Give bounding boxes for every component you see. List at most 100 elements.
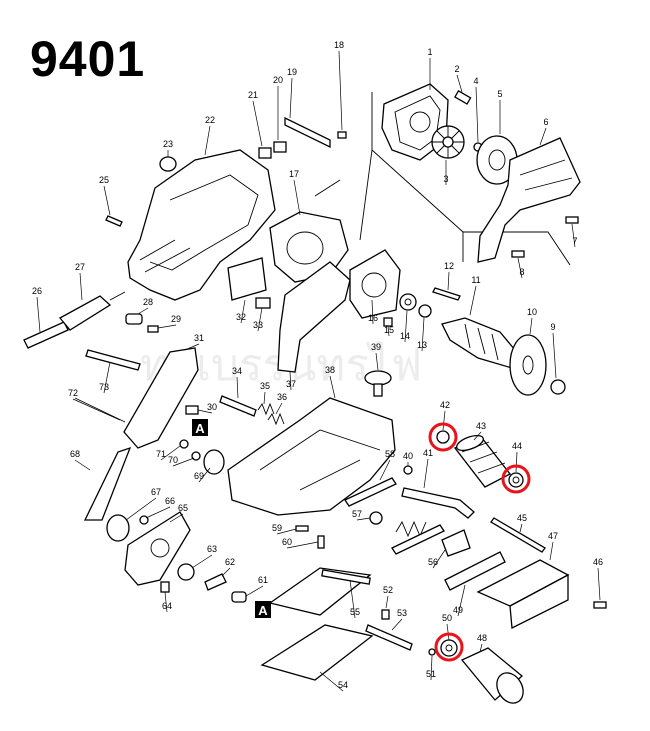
leader-line-47 bbox=[549, 541, 554, 561]
part-57-knob bbox=[369, 511, 383, 525]
part-number-9: 9 bbox=[550, 322, 555, 332]
part-32-switch bbox=[227, 257, 267, 301]
part-number-56: 56 bbox=[428, 557, 438, 567]
leader-line-36 bbox=[275, 402, 283, 415]
part-number-23: 23 bbox=[163, 139, 173, 149]
leader-line-2 bbox=[456, 74, 463, 93]
section-marker-box bbox=[255, 601, 271, 618]
part-number-27: 27 bbox=[75, 262, 85, 272]
part-number-18: 18 bbox=[334, 40, 344, 50]
part-number-12: 12 bbox=[444, 261, 454, 271]
section-marker-label: A bbox=[258, 603, 268, 618]
leader-line-60 bbox=[286, 541, 319, 549]
part-number-17: 17 bbox=[289, 169, 299, 179]
part-11-armature bbox=[441, 317, 521, 369]
part-number-48: 48 bbox=[477, 633, 487, 643]
part-number-62: 62 bbox=[225, 557, 235, 567]
part-54-cork-plate bbox=[260, 624, 374, 681]
leader-line-29 bbox=[157, 324, 177, 329]
part-16-baffle-plate bbox=[349, 249, 401, 319]
part-number-32: 32 bbox=[236, 312, 246, 322]
part-46-screw bbox=[593, 601, 607, 609]
part-number-52: 52 bbox=[383, 585, 393, 595]
highlight-circle-part-44 bbox=[501, 464, 531, 494]
leader-line-4 bbox=[475, 86, 479, 143]
part-18-screw bbox=[337, 131, 347, 139]
part-13-washer bbox=[418, 304, 432, 318]
part-number-26: 26 bbox=[32, 286, 42, 296]
leader-line-61 bbox=[245, 585, 264, 597]
leader-line-54 bbox=[319, 671, 344, 692]
part-number-44: 44 bbox=[512, 441, 522, 451]
leader-line-67 bbox=[125, 497, 157, 521]
part-number-6: 6 bbox=[543, 117, 548, 127]
part-number-39: 39 bbox=[371, 342, 381, 352]
leader-line-11 bbox=[469, 285, 477, 316]
part-number-7: 7 bbox=[572, 236, 577, 246]
part-23-bushing bbox=[159, 156, 177, 172]
part-number-43: 43 bbox=[476, 421, 486, 431]
part-number-72: 72 bbox=[68, 388, 78, 398]
part-number-42: 42 bbox=[440, 400, 450, 410]
part-40-ring bbox=[403, 465, 413, 475]
part-71-ring bbox=[179, 439, 189, 449]
part-56-lever bbox=[441, 529, 471, 557]
section-marker-label: A bbox=[195, 421, 205, 436]
part-number-36: 36 bbox=[277, 392, 287, 402]
part-number-68: 68 bbox=[70, 449, 80, 459]
leader-line-44 bbox=[515, 451, 518, 473]
part-7-screw bbox=[565, 216, 579, 224]
part-59-screw bbox=[295, 525, 309, 532]
part-number-2: 2 bbox=[454, 64, 459, 74]
part-42-bearing bbox=[436, 430, 450, 444]
leader-line-64 bbox=[164, 591, 168, 613]
part-number-70: 70 bbox=[168, 455, 178, 465]
part-39-knob bbox=[364, 370, 392, 397]
section-markers: AA bbox=[192, 419, 271, 618]
leader-line-51 bbox=[430, 655, 433, 681]
part-26-cord bbox=[23, 321, 69, 349]
leader-line-38 bbox=[329, 375, 336, 399]
part-25-screw bbox=[105, 215, 123, 227]
part-number-1: 1 bbox=[427, 47, 432, 57]
part-number-41: 41 bbox=[423, 448, 433, 458]
part-41-link bbox=[401, 487, 475, 519]
part-number-28: 28 bbox=[143, 297, 153, 307]
part-62-shaft bbox=[204, 573, 227, 591]
part-6-handle bbox=[477, 137, 581, 263]
leader-line-65 bbox=[169, 513, 184, 523]
leader-line-59 bbox=[276, 528, 297, 535]
part-65-gear-housing bbox=[124, 511, 191, 586]
part-38-base-frame bbox=[227, 397, 396, 516]
leader-line-26 bbox=[36, 296, 41, 333]
leader-line-15 bbox=[387, 325, 390, 337]
part-number-20: 20 bbox=[273, 75, 283, 85]
leader-line-71 bbox=[160, 445, 181, 461]
part-5-baffle-ring bbox=[476, 135, 518, 185]
part-8-screw bbox=[511, 250, 525, 258]
part-43-front-roller bbox=[453, 434, 511, 488]
leader-line-21 bbox=[252, 100, 263, 147]
leader-line-63 bbox=[191, 554, 213, 569]
leader-line-55 bbox=[349, 579, 356, 619]
leader-line-10 bbox=[529, 317, 533, 335]
part-number-57: 57 bbox=[352, 509, 362, 519]
part-number-33: 33 bbox=[253, 320, 263, 330]
part-number-4: 4 bbox=[473, 76, 478, 86]
leader-line-34 bbox=[236, 376, 239, 399]
leader-lines bbox=[36, 50, 601, 692]
part-number-58: 58 bbox=[385, 449, 395, 459]
leader-line-70 bbox=[172, 457, 195, 467]
leader-line-7 bbox=[571, 223, 576, 248]
part-51-ring bbox=[428, 648, 436, 656]
part-number-5: 5 bbox=[497, 89, 502, 99]
part-number-13: 13 bbox=[417, 340, 427, 350]
leader-line-57 bbox=[356, 517, 371, 521]
leader-line-16 bbox=[371, 299, 374, 325]
highlight-circle-part-42 bbox=[428, 422, 458, 452]
part-2-screw bbox=[454, 90, 472, 105]
leader-line-58 bbox=[379, 459, 391, 481]
part-37-bearing-plate bbox=[277, 261, 351, 373]
leader-line-62 bbox=[221, 567, 231, 577]
